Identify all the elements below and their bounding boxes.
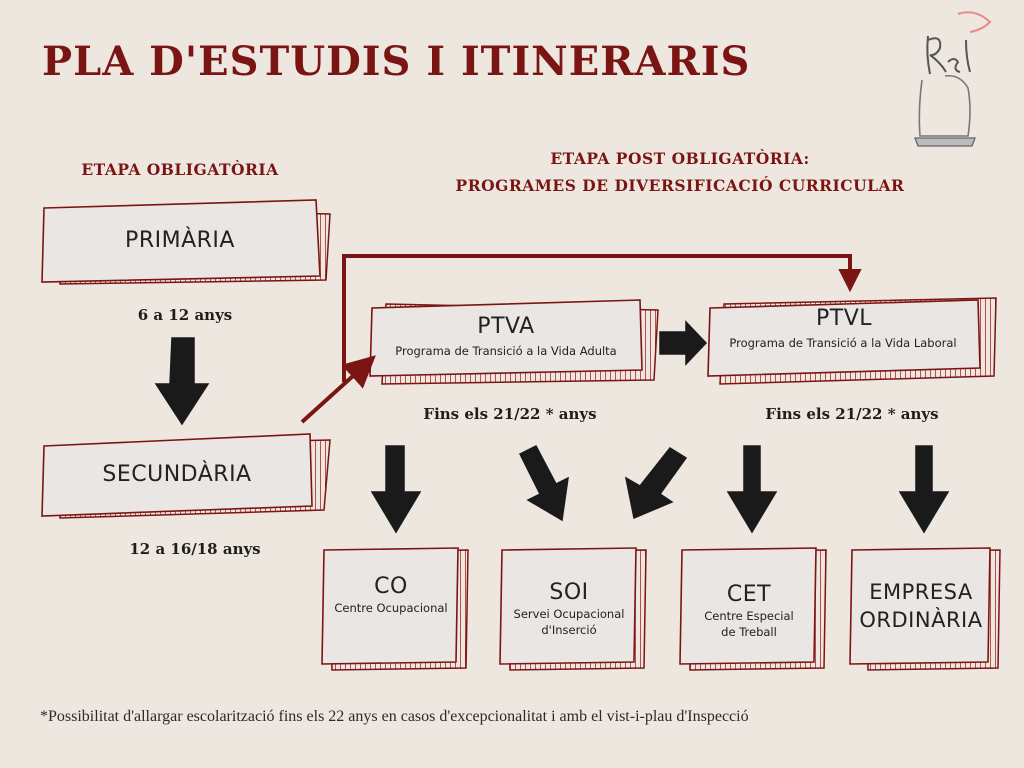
co-title: CO [374, 574, 408, 599]
soi-title: SOI [549, 580, 589, 605]
empresa-line1: EMPRESA [869, 580, 973, 604]
age-ptva: Fins els 21/22 * anys [423, 405, 597, 423]
cet-title: CET [726, 582, 772, 607]
arrow-down-empresa [898, 445, 950, 534]
soi-subtitle-line2: d'Inserció [541, 623, 597, 637]
stage-post-line2: PROGRAMES DE DIVERSIFICACIÓ CURRICULAR [455, 176, 905, 195]
age-primaria: 6 a 12 anys [137, 306, 233, 324]
ptvl-title: PTVL [815, 306, 872, 331]
connector-ptvl-head [838, 269, 862, 293]
secundaria-label: SECUNDÀRIA [102, 462, 252, 487]
soi-subtitle-line1: Servei Ocupacional [513, 607, 625, 621]
cet-box-shape [679, 547, 827, 671]
ptva-box-shape [369, 299, 659, 385]
empresa-line2: ORDINÀRIA [859, 608, 983, 632]
arrow-down-cet [726, 445, 778, 534]
stage-obligatory: ETAPA OBLIGATÒRIA [81, 160, 279, 179]
ptva-title: PTVA [477, 314, 535, 339]
age-ptvl: Fins els 21/22 * anys [765, 405, 939, 423]
arrow-right-ptva-ptvl [659, 320, 708, 366]
arrow-diag-ptvl-soi [624, 447, 688, 520]
ptva-subtitle: Programa de Transició a la Vida Adulta [395, 344, 617, 358]
connector-secundaria-ptva [300, 355, 376, 424]
cet-subtitle-line2: de Treball [721, 625, 777, 639]
arrow-down-primaria [154, 337, 210, 426]
stage-post-line1: ETAPA POST OBLIGATÒRIA: [550, 149, 810, 168]
ptvl-subtitle: Programa de Transició a la Vida Laboral [729, 336, 957, 350]
soi-box-shape [499, 547, 647, 671]
footnote: *Possibilitat d'allargar escolarització … [40, 708, 749, 725]
co-box-shape [321, 547, 469, 671]
cet-subtitle-line1: Centre Especial [704, 609, 794, 623]
primaria-label: PRIMÀRIA [125, 228, 235, 253]
arrow-down-co [370, 445, 422, 534]
empresa-box-shape [849, 547, 1001, 671]
page-title: PLA D'ESTUDIS I ITINERARIS [42, 38, 751, 85]
arrow-diag-ptva-soi [518, 445, 569, 522]
secundaria-box-shape [41, 433, 331, 519]
age-secundaria: 12 a 16/18 anys [129, 540, 261, 558]
ptvl-box-shape [707, 297, 997, 385]
co-subtitle: Centre Ocupacional [334, 601, 448, 615]
primaria-box-shape [41, 199, 331, 285]
